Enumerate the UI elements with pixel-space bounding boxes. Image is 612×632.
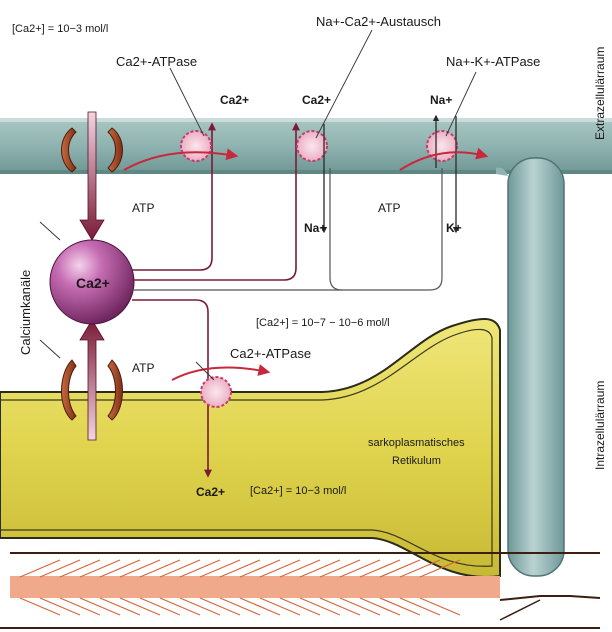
- na-ca-exchange-label: Na+-Ca2+-Austausch: [316, 14, 441, 29]
- sr-name-line-1: sarkoplasmatisches: [368, 437, 465, 449]
- calcium-channel-top: [62, 112, 123, 240]
- ca-ion-label-sr: Ca2+: [196, 485, 225, 499]
- ca-extracellular-concentration: [Ca2+] = 10−3 mol/l: [12, 23, 108, 35]
- na-ca-exchanger: [297, 124, 327, 232]
- calcium-channels-label: Calciumkanäle: [18, 270, 33, 355]
- na-k-atpase-label: Na+-K+-ATPase: [446, 54, 540, 69]
- intracellular-space-label: Intrazellulärraum: [593, 381, 607, 470]
- ca-ion-label-atpase: Ca2+: [220, 93, 249, 107]
- ca-atpase-label: Ca2+-ATPase: [116, 54, 197, 69]
- ca-ion-label-exchanger: Ca2+: [302, 93, 331, 107]
- sr-name-line-2: Retikulum: [392, 455, 441, 467]
- ca-sphere-label: Ca2+: [76, 275, 110, 291]
- ca-cytosol-concentration: [Ca2+] = 10−7 − 10−6 mol/l: [256, 317, 390, 329]
- k-ion-label: K+: [446, 221, 462, 235]
- na-ion-label-out: Na+: [430, 93, 452, 107]
- atp-label-right: ATP: [378, 201, 400, 215]
- myofilaments: [0, 553, 600, 628]
- sr-ca-atpase-label: Ca2+-ATPase: [230, 346, 311, 361]
- ca-sr-concentration: [Ca2+] = 10−3 mol/l: [250, 485, 346, 497]
- t-tubule: [496, 158, 564, 576]
- extracellular-space-label: Extrazellulärraum: [593, 47, 607, 140]
- atp-label-left: ATP: [132, 201, 154, 215]
- atp-label-sr: ATP: [132, 361, 154, 375]
- na-ion-label-in: Na+: [304, 221, 326, 235]
